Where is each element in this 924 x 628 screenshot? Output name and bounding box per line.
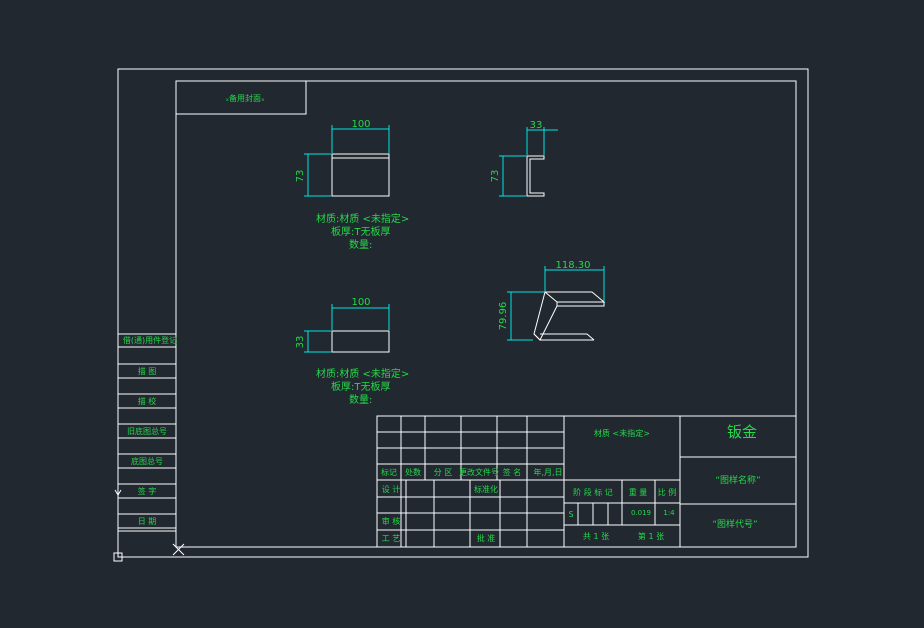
rev-header-date: 年,月,日 <box>533 467 562 477</box>
view-isometric: 118.30 79.96 <box>498 260 606 341</box>
rev-header-count: 处数 <box>405 467 421 477</box>
tb-stage-label: 阶 段 标 记 <box>573 487 613 497</box>
dim-height-33: 33 <box>295 336 306 349</box>
strip-label-date: 日 期 <box>138 517 157 526</box>
view-front-top: 100 73 <box>295 119 390 197</box>
corner-label-box: ₓ备用封面ₓ <box>175 80 307 115</box>
tb-scale-label: 比 例 <box>658 487 677 497</box>
note-thickness-2: 板厚:T无板厚 <box>331 380 390 393</box>
note-thickness: 板厚:T无板厚 <box>331 225 390 238</box>
tb-stage-value: S <box>568 510 573 519</box>
sheet-inner-border <box>175 80 797 548</box>
view-channel-side: 33 73 <box>490 120 558 197</box>
tb-sheets-total: 共 1 张 <box>583 532 609 541</box>
title-block: 标记 处数 分 区 更改文件号 签 名 年,月,日 设 计 标准化 审 核 工 … <box>376 415 797 548</box>
notes-block-2: 材质:材质 <未指定> 板厚:T无板厚 数量: <box>316 367 409 406</box>
tb-company: 钣金 <box>727 423 757 441</box>
dim-width-100: 100 <box>351 119 370 130</box>
dim-height-73: 73 <box>295 170 306 183</box>
tb-sheet-no: 第 1 张 <box>638 531 664 541</box>
ucs-icon <box>113 489 185 562</box>
strip-label-check: 描 校 <box>138 396 157 406</box>
tb-weight-label: 重 量 <box>629 487 648 497</box>
view-top-bottom: 100 33 <box>295 297 390 353</box>
dim-width-118: 118.30 <box>556 260 591 271</box>
tb-weight-value: 0.019 <box>631 509 651 517</box>
strip-label-trace: 描 图 <box>138 366 157 376</box>
corner-label: ₓ备用封面ₓ <box>225 93 265 103</box>
left-strip-table: 借(通)用件登记 描 图 描 校 旧底图总号 底图总号 签 字 日 期 <box>117 333 177 532</box>
note-quantity: 数量: <box>349 238 372 251</box>
tb-drawing-name: “图样名称” <box>715 474 760 486</box>
dim-width-100-b: 100 <box>351 297 370 308</box>
tb-standard-label: 标准化 <box>474 484 498 494</box>
rev-header-sign: 签 名 <box>503 467 522 477</box>
sheet-outer-border <box>117 68 809 558</box>
note-material-2: 材质:材质 <未指定> <box>316 367 409 380</box>
rev-header-doc: 更改文件号 <box>459 467 499 477</box>
dim-width-33: 33 <box>530 120 543 131</box>
strip-label-old-no: 旧底图总号 <box>127 426 167 436</box>
notes-block-1: 材质:材质 <未指定> 板厚:T无板厚 数量: <box>316 212 409 251</box>
rev-header-mark: 标记 <box>381 467 397 477</box>
dim-height-79: 79.96 <box>498 302 509 331</box>
strip-label-base-no: 底图总号 <box>131 456 163 466</box>
tb-process-label: 工 艺 <box>382 534 401 543</box>
note-material: 材质:材质 <未指定> <box>316 212 409 225</box>
strip-label-sign: 签 字 <box>138 486 157 496</box>
tb-approve-label: 批 准 <box>477 533 496 543</box>
rev-header-zone: 分 区 <box>434 468 453 477</box>
note-quantity-2: 数量: <box>349 393 372 406</box>
tb-design-label: 设 计 <box>382 484 401 494</box>
tb-scale-value: 1:4 <box>663 509 675 517</box>
dim-height-73-side: 73 <box>490 170 501 183</box>
tb-review-label: 审 核 <box>382 516 401 526</box>
tb-material: 材质 <未指定> <box>594 428 650 438</box>
tb-drawing-code: “图样代号” <box>712 518 757 530</box>
strip-label-reg: 借(通)用件登记 <box>123 335 177 345</box>
